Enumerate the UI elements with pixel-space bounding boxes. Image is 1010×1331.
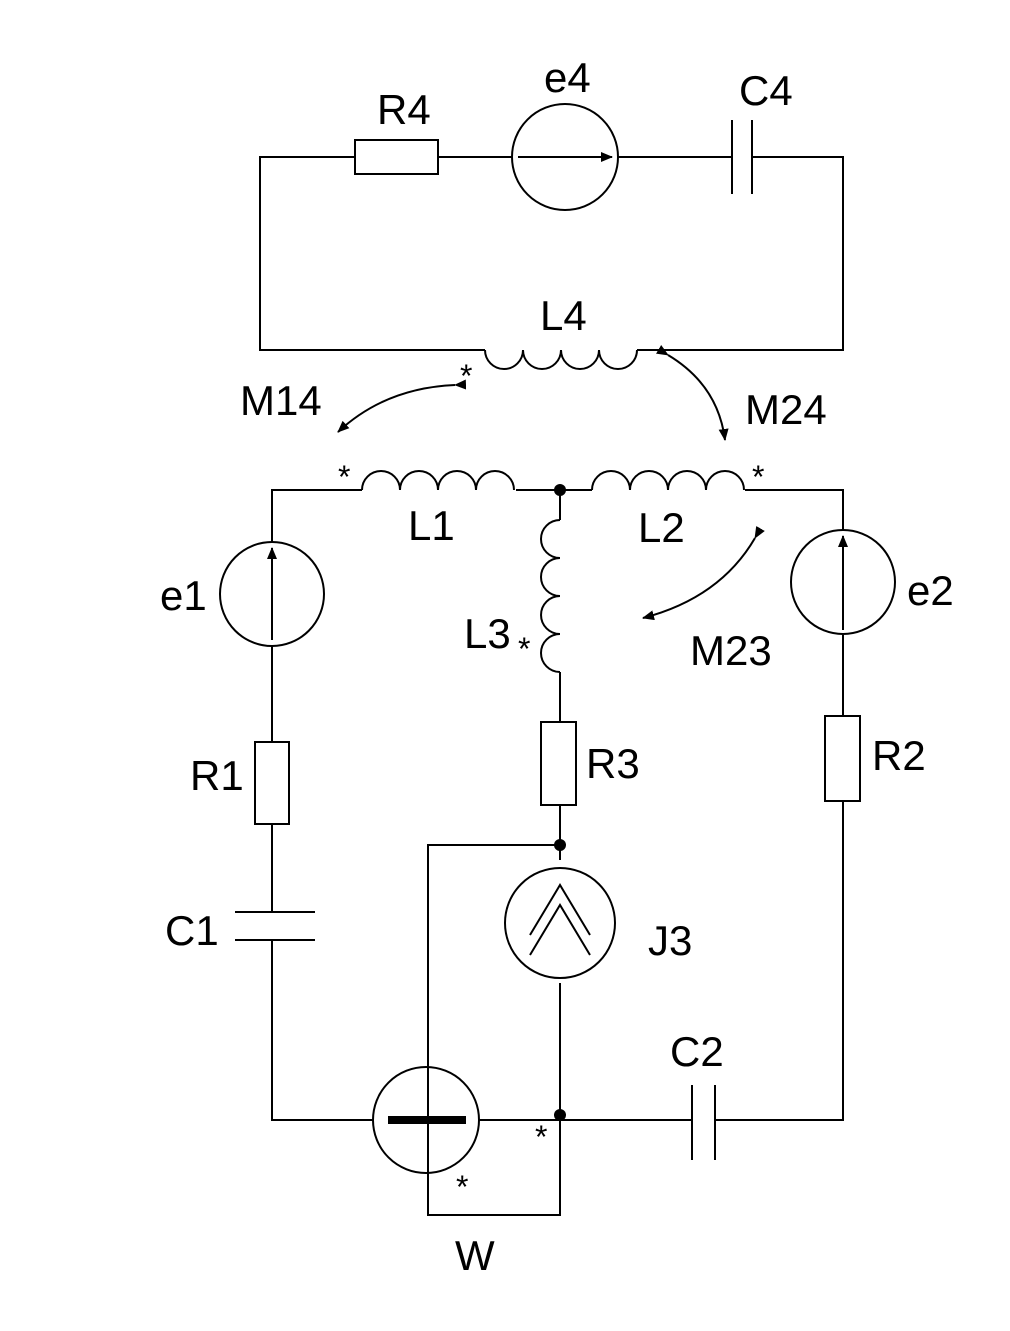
current-source-j3 (504, 867, 616, 979)
label-e1: e1 (160, 572, 207, 619)
polarity-star: * (456, 1169, 468, 1205)
capacitor-c1 (235, 911, 315, 941)
coupling-arrow-m24 (655, 345, 729, 441)
polarity-star: * (338, 459, 350, 495)
label-e2: e2 (907, 567, 954, 614)
polarity-star: * (535, 1119, 547, 1155)
label-e4: e4 (544, 54, 591, 101)
resistor-r1 (254, 741, 290, 825)
label-m23: M23 (690, 627, 772, 674)
inductor-l4 (484, 349, 638, 370)
coupling-arrow-m14 (337, 379, 467, 433)
label-j3: J3 (648, 917, 692, 964)
polarity-star: * (460, 358, 472, 394)
resistor-r2 (824, 715, 861, 802)
junction-node (554, 839, 566, 851)
label-m24: M24 (745, 386, 827, 433)
inductor-l1 (361, 470, 515, 491)
label-l3: L3 (464, 610, 511, 657)
label-w: W (455, 1232, 495, 1279)
label-r2: R2 (872, 732, 926, 779)
voltage-source-e2 (790, 529, 896, 635)
label-l1: L1 (408, 502, 455, 549)
junction-node (554, 484, 566, 496)
voltage-source-e4 (511, 103, 619, 211)
wattmeter-w (372, 1050, 480, 1195)
resistor-r4 (354, 139, 439, 175)
junction-node (554, 1109, 566, 1121)
label-l2: L2 (638, 504, 685, 551)
polarity-star: * (518, 631, 530, 667)
voltage-source-e1 (219, 541, 325, 647)
inductor-l3 (540, 519, 561, 673)
label-r1: R1 (190, 752, 244, 799)
capacitor-c2 (691, 1085, 716, 1160)
resistor-r3 (540, 721, 577, 806)
label-c1: C1 (165, 907, 219, 954)
top-loop-wires (259, 156, 844, 351)
label-l4: L4 (540, 292, 587, 339)
label-c4: C4 (739, 67, 793, 114)
main-circuit-wires (271, 489, 844, 1216)
label-m14: M14 (240, 377, 322, 424)
capacitor-c4 (731, 120, 753, 194)
label-r3: R3 (586, 740, 640, 787)
label-c2: C2 (670, 1028, 724, 1075)
inductor-l2 (591, 470, 745, 491)
polarity-star: * (752, 459, 764, 495)
label-r4: R4 (377, 86, 431, 133)
coupling-arrow-m23 (642, 525, 765, 621)
